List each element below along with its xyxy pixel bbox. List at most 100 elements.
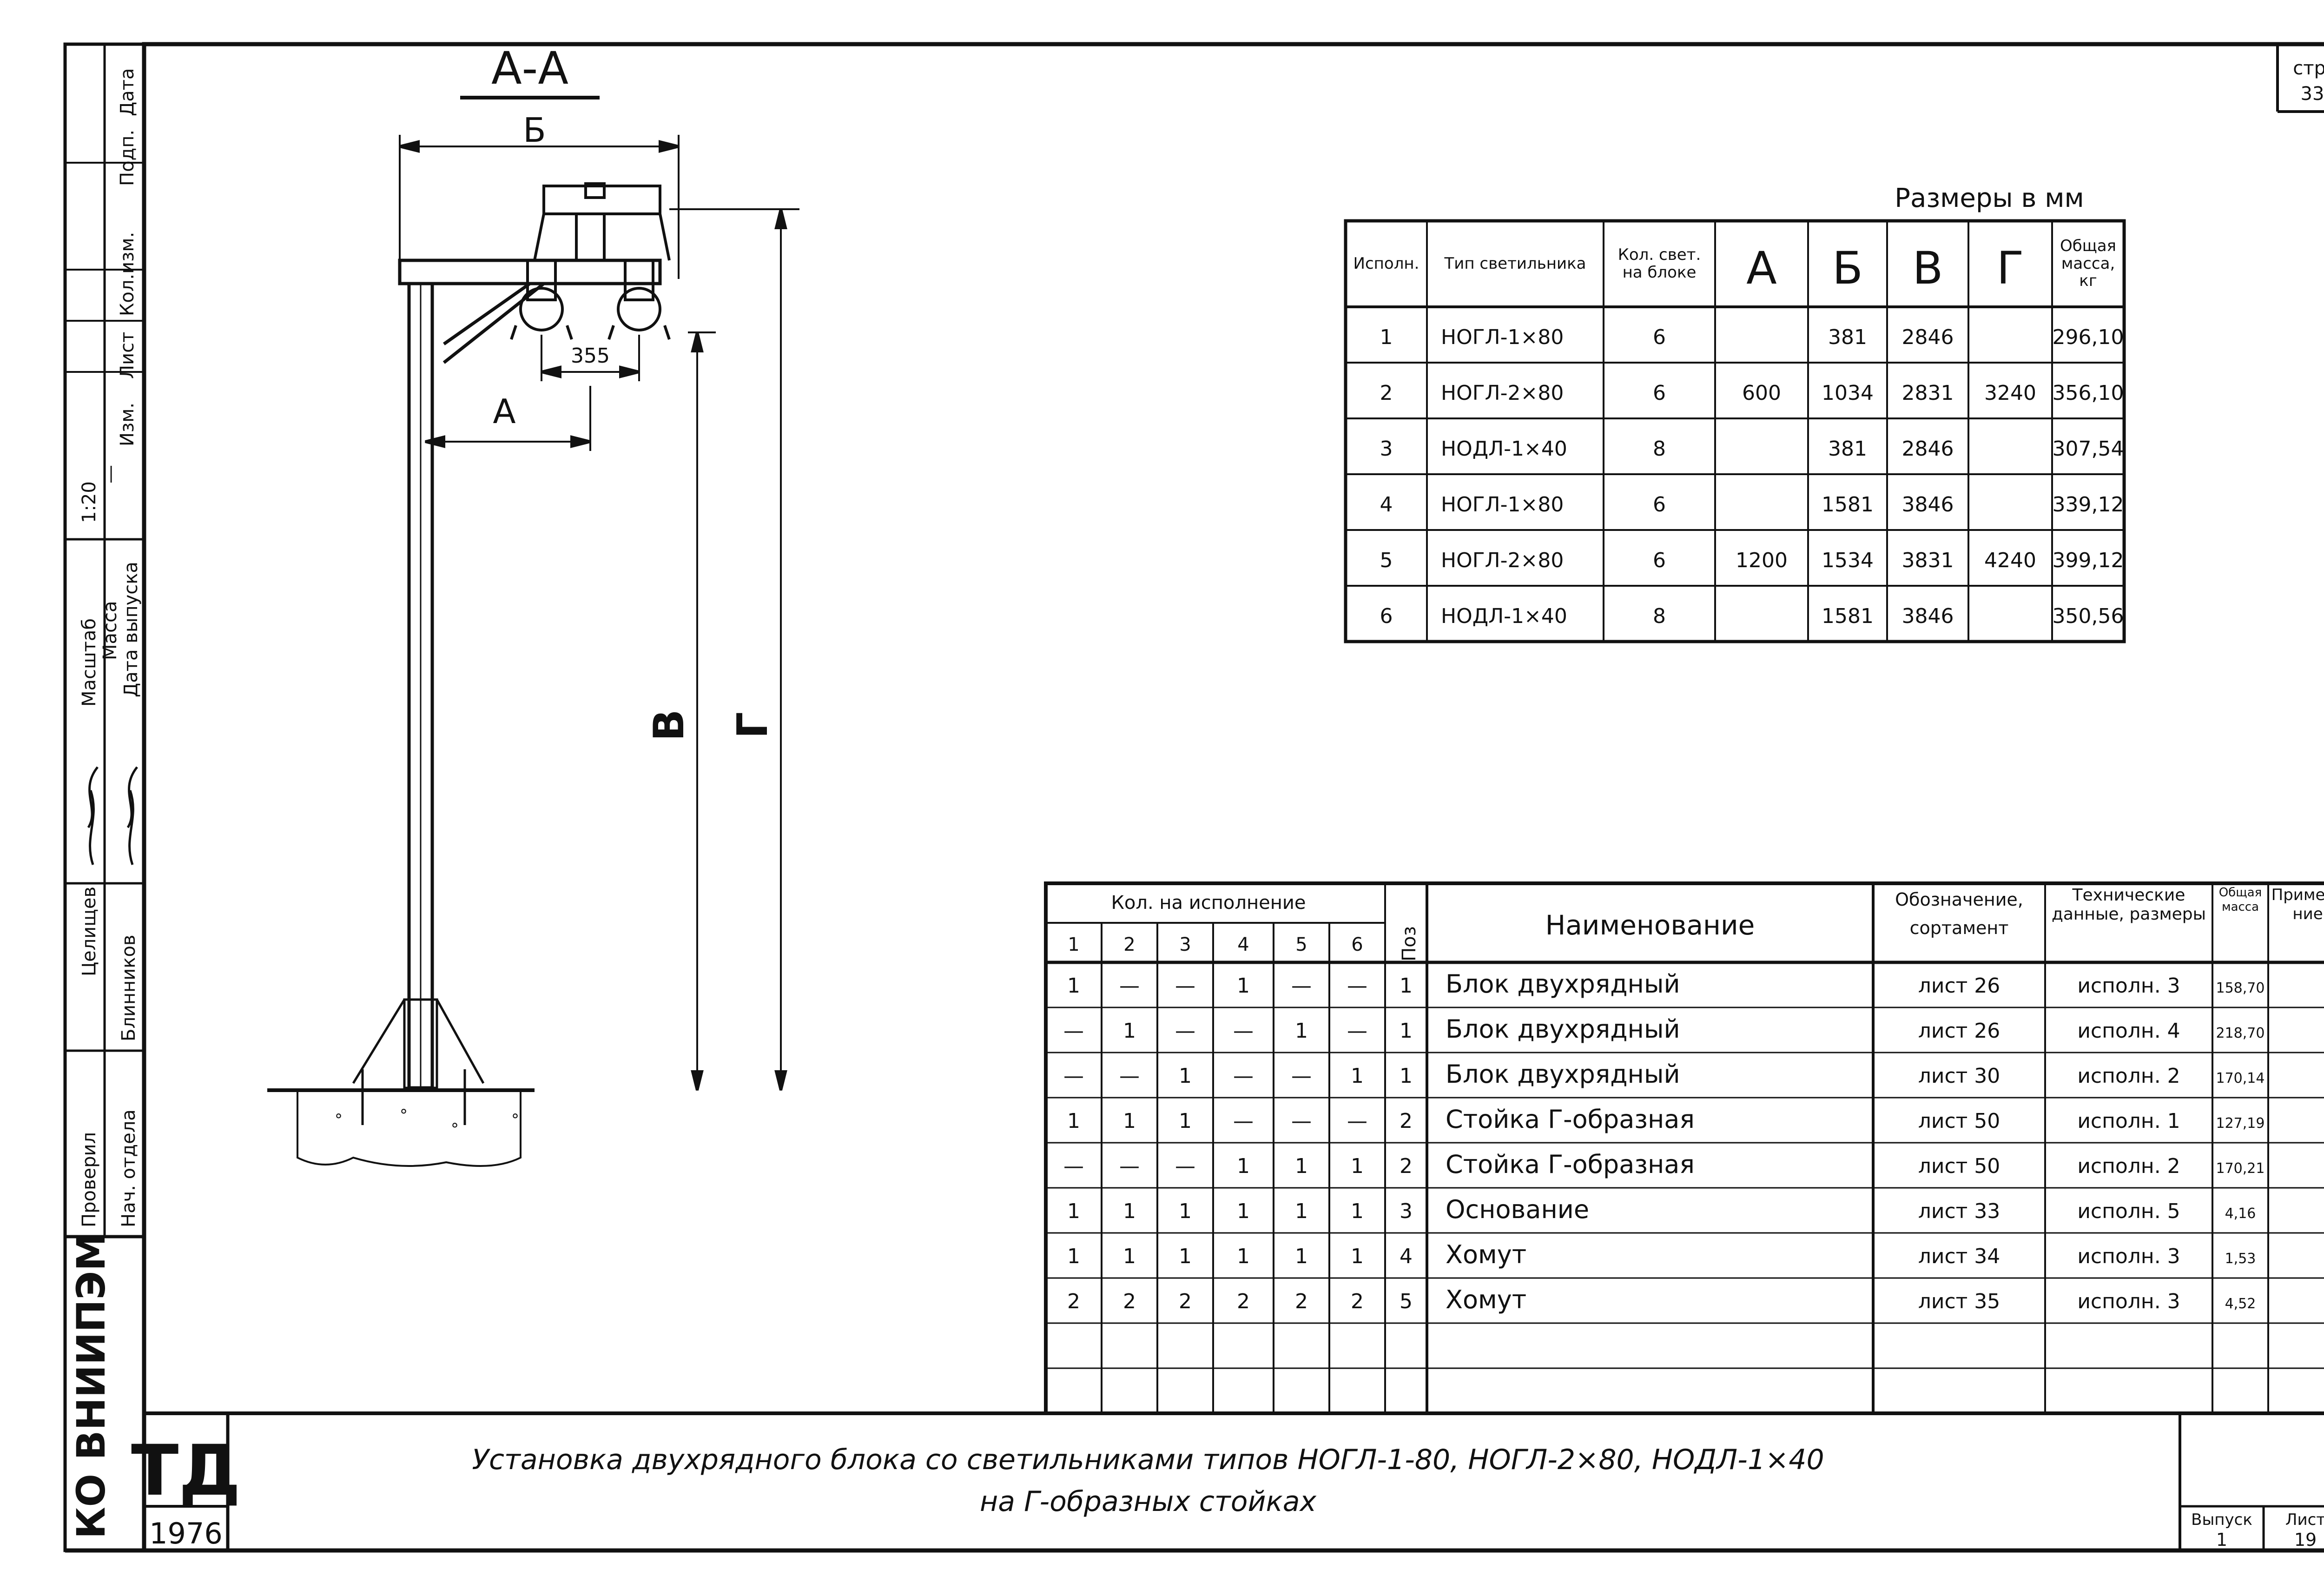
sizes-cell: 1581 (1822, 493, 1874, 517)
spec-pos: 3 (1400, 1199, 1413, 1223)
rev-header-data: Дата (117, 68, 138, 116)
spec-doc: лист 33 (1918, 1199, 2000, 1223)
sizes-cell: 2846 (1902, 437, 1954, 461)
sizes-cell: НОГЛ-2×80 (1441, 381, 1564, 405)
svg-text:°: ° (451, 1120, 459, 1139)
spec-qty: 1 (1237, 1154, 1250, 1178)
dim-g-label: Г (728, 712, 777, 738)
spec-exec-number: 1 (1068, 934, 1079, 955)
page-label: стр. (2293, 58, 2324, 79)
spec-qty: 1 (1351, 1245, 1364, 1268)
sizes-cell: 356,10 (2053, 381, 2124, 405)
spec-qty: 1 (1237, 1245, 1250, 1268)
spec-group-header: Кол. на исполнение (1111, 892, 1306, 914)
sizes-cell: 2831 (1902, 381, 1954, 405)
sizes-header-text-2: Кол. свет. на блоке (1618, 245, 1701, 282)
spec-pos: 1 (1400, 1064, 1413, 1088)
sizes-header-text-0: Исполн. (1353, 254, 1419, 273)
sizes-cell: 307,54 (2053, 437, 2124, 461)
spec-name: Хомут (1446, 1285, 1526, 1314)
spec-qty: — (1347, 1019, 1367, 1043)
spec-qty: — (1063, 1154, 1084, 1178)
spec-name-header: Наименование (1545, 909, 1755, 941)
spec-mass: 4,52 (2225, 1296, 2256, 1312)
spec-tech: исполн. 2 (2077, 1154, 2180, 1178)
spec-pos: 1 (1400, 974, 1413, 998)
sizes-cell: 339,12 (2053, 493, 2124, 517)
spec-qty: — (1175, 1019, 1195, 1043)
spec-mass: 170,14 (2216, 1070, 2265, 1086)
sizes-cell: НОГЛ-1×80 (1441, 325, 1564, 349)
spec-qty: 1 (1237, 974, 1250, 998)
spec-tech: исполн. 4 (2077, 1019, 2180, 1043)
sizes-cell: 4 (1380, 493, 1393, 517)
org-name: КО ВНИИПЭМ (68, 1232, 114, 1539)
sizes-header-1: Тип светильника (1445, 255, 1586, 272)
sizes-cell: 399,12 (2053, 549, 2124, 572)
spec-doc: лист 26 (1918, 974, 2000, 998)
spec-tech-header: Технические данные, размеры (2051, 886, 2206, 924)
svg-text:°: ° (335, 1111, 343, 1129)
title-year: 1976 (149, 1517, 223, 1550)
sizes-cell: 2846 (1902, 325, 1954, 349)
sizes-cell: 296,10 (2053, 325, 2124, 349)
spec-qty: 1 (1123, 1199, 1136, 1223)
spec-qty: — (1063, 1064, 1084, 1088)
sizes-cell: 1534 (1822, 549, 1874, 572)
spec-name: Блок двухрядный (1446, 1014, 1680, 1044)
spec-qty: 2 (1295, 1290, 1308, 1313)
spec-mass: 1,53 (2225, 1251, 2256, 1267)
signature-2 (126, 766, 138, 865)
sizes-cell: 3831 (1902, 549, 1954, 572)
spec-qty: — (1291, 1064, 1312, 1088)
logo-td: ТД (131, 1431, 241, 1511)
checked-label: Проверил (79, 1132, 100, 1227)
checked-name: Целищев (79, 887, 100, 976)
spec-exec-number: 3 (1179, 934, 1191, 955)
spec-name: Хомут (1446, 1240, 1526, 1269)
svg-text:°: ° (511, 1111, 519, 1129)
spec-doc: лист 34 (1918, 1245, 2000, 1268)
title-line-1: Установка двухрядного блока со светильни… (472, 1444, 1824, 1476)
rev-header-list: Лист (117, 332, 138, 379)
issue-value: 1 (2216, 1530, 2227, 1550)
side-stamp: Изм. Лист Кол.изм. Подп. Дата 1:20 Масшт… (65, 44, 144, 1539)
spec-qty: 1 (1123, 1245, 1136, 1268)
spec-name: Основание (1446, 1195, 1589, 1224)
spec-name: Блок двухрядный (1446, 969, 1680, 999)
sizes-cell: 381 (1828, 325, 1867, 349)
spec-qty: — (1233, 1064, 1254, 1088)
spec-qty: 2 (1237, 1290, 1250, 1313)
spec-qty: — (1233, 1109, 1254, 1133)
spec-name: Блок двухрядный (1446, 1060, 1680, 1089)
spec-qty: 2 (1067, 1290, 1080, 1313)
spec-qty: — (1175, 974, 1195, 998)
sizes-header-4: Б (1832, 242, 1863, 294)
spec-pos: 5 (1400, 1290, 1413, 1313)
sizes-cell: 3240 (1984, 381, 2036, 405)
spec-qty: 2 (1179, 1290, 1192, 1313)
spec-exec-number: 5 (1295, 934, 1307, 955)
sizes-cell: 2 (1380, 381, 1393, 405)
spec-tech: исполн. 5 (2077, 1199, 2180, 1223)
signature-1 (87, 766, 99, 865)
sizes-header-7: Общая масса, кг (2060, 237, 2117, 291)
sizes-cell: 6 (1653, 493, 1666, 517)
spec-qty: 1 (1179, 1199, 1192, 1223)
spec-qty: 1 (1237, 1199, 1250, 1223)
spec-qty: — (1347, 1109, 1367, 1133)
sizes-cell: 5 (1380, 549, 1393, 572)
sizes-cell: 6 (1653, 325, 1666, 349)
spec-tech: исполн. 3 (2077, 1245, 2180, 1268)
spec-qty: — (1291, 974, 1312, 998)
spec-qty: 1 (1067, 1199, 1080, 1223)
spec-doc: лист 26 (1918, 1019, 2000, 1043)
sizes-cell: 6 (1653, 381, 1666, 405)
spec-note-header: Примечание (2271, 886, 2324, 923)
sizes-cell: НОГЛ-1×80 (1441, 493, 1564, 517)
sizes-header-text-7: Общая масса, кг (2060, 237, 2117, 291)
svg-text:°: ° (400, 1106, 408, 1125)
